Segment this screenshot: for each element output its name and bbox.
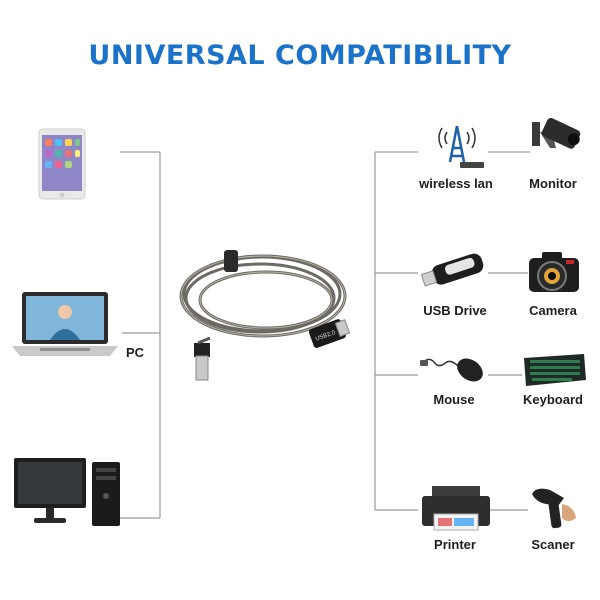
scanner-label: Scaner: [531, 537, 575, 552]
usb-drive-icon: [420, 253, 484, 287]
monitor-label: Monitor: [529, 176, 577, 191]
printer-icon: [422, 486, 490, 531]
barcode-scanner-icon: [532, 488, 576, 529]
printer-label: Printer: [434, 537, 476, 552]
camera-label: Camera: [529, 303, 577, 318]
camera-icon: [529, 252, 579, 292]
usb-drive-label: USB Drive: [423, 303, 487, 318]
wireless-lan-icon: [438, 125, 484, 168]
wireless-lan-label: wireless lan: [419, 176, 493, 191]
desktop-pc-icon: [14, 458, 120, 526]
laptop-icon: [12, 292, 118, 356]
pc-label: PC: [126, 345, 145, 360]
keyboard-icon: [524, 354, 586, 386]
mouse-label: Mouse: [433, 392, 475, 407]
keyboard-label: Keyboard: [523, 392, 583, 407]
security-camera-icon: [532, 118, 581, 149]
usb-cable-image: USB2.0: [179, 250, 351, 381]
page-title: UNIVERSAL COMPATIBILITY: [88, 40, 512, 71]
mouse-icon: [420, 358, 483, 382]
tablet-icon: [38, 128, 86, 200]
